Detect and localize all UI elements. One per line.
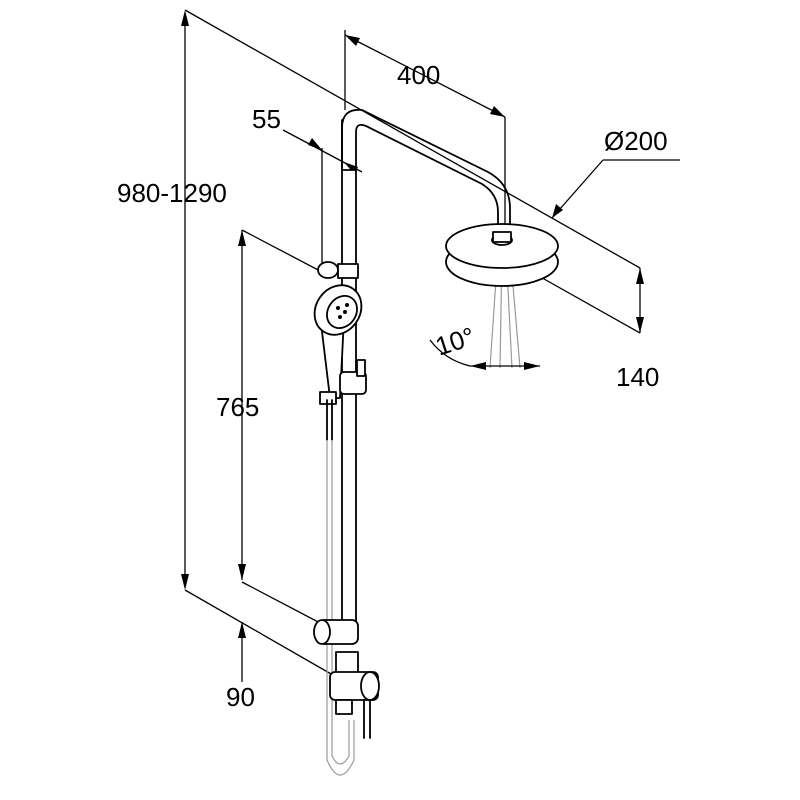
arrow-tilt-left bbox=[470, 362, 486, 370]
rail-top-extension bbox=[241, 229, 323, 273]
top-extension-line bbox=[184, 9, 641, 269]
slider-holder bbox=[339, 371, 367, 395]
bottom-extension-line bbox=[184, 589, 346, 683]
slider-hook bbox=[319, 391, 337, 405]
spray-nozzle-3 bbox=[338, 315, 342, 319]
arrow-total-top bbox=[181, 10, 189, 26]
shower-head-nut bbox=[492, 231, 512, 243]
spray-nozzle-2 bbox=[343, 310, 347, 314]
hose-loop-outer bbox=[326, 440, 355, 776]
label-bottom-offset: 90 bbox=[226, 682, 255, 712]
label-head-diameter: Ø200 bbox=[604, 126, 668, 156]
shower-arm-inner bbox=[355, 123, 499, 233]
arrow-drop-bottom bbox=[636, 317, 644, 333]
upper-bracket bbox=[317, 261, 339, 279]
label-total-height: 980-1290 bbox=[117, 178, 227, 208]
label-tilt-angle: 10° bbox=[432, 321, 479, 362]
handshower-face bbox=[326, 295, 358, 329]
arrow-tilt-right bbox=[524, 362, 540, 370]
rail-bottom-extension bbox=[241, 581, 323, 625]
arm-length-line bbox=[344, 34, 506, 118]
diverter-outlet bbox=[335, 699, 353, 715]
arrowheads bbox=[181, 10, 644, 638]
diverter-knob bbox=[360, 671, 380, 701]
shower-arm-outer bbox=[341, 108, 511, 233]
upper-bracket-clamp bbox=[337, 263, 359, 279]
dimension-labels: 980-1290 400 55 Ø200 140 765 90 10° bbox=[117, 60, 668, 712]
arrow-rail-top bbox=[238, 230, 246, 246]
lower-bracket-end bbox=[313, 619, 331, 645]
slider-knob bbox=[356, 359, 366, 377]
overhead-shower-head bbox=[445, 223, 559, 269]
hose-loop-inner bbox=[331, 440, 350, 765]
label-arm-length: 400 bbox=[397, 60, 440, 90]
diverter-body bbox=[335, 651, 359, 675]
label-head-drop: 140 bbox=[616, 362, 659, 392]
tilt-arc bbox=[429, 339, 471, 367]
arrow-arm-left bbox=[345, 35, 360, 46]
arrow-rail-bottom bbox=[238, 564, 246, 580]
label-slide-rail: 765 bbox=[216, 392, 259, 422]
arrow-arm-right bbox=[490, 106, 505, 117]
arrow-drop-top bbox=[636, 268, 644, 284]
arrow-diameter bbox=[552, 204, 563, 218]
arrow-total-bottom bbox=[181, 574, 189, 590]
arrow-bottom-top bbox=[238, 622, 246, 638]
spray-nozzle-1 bbox=[336, 306, 340, 310]
label-wall-offset: 55 bbox=[252, 104, 281, 134]
shower-hardware bbox=[313, 108, 559, 776]
spray-nozzle-4 bbox=[345, 303, 349, 307]
arrow-offset-a bbox=[308, 138, 322, 150]
